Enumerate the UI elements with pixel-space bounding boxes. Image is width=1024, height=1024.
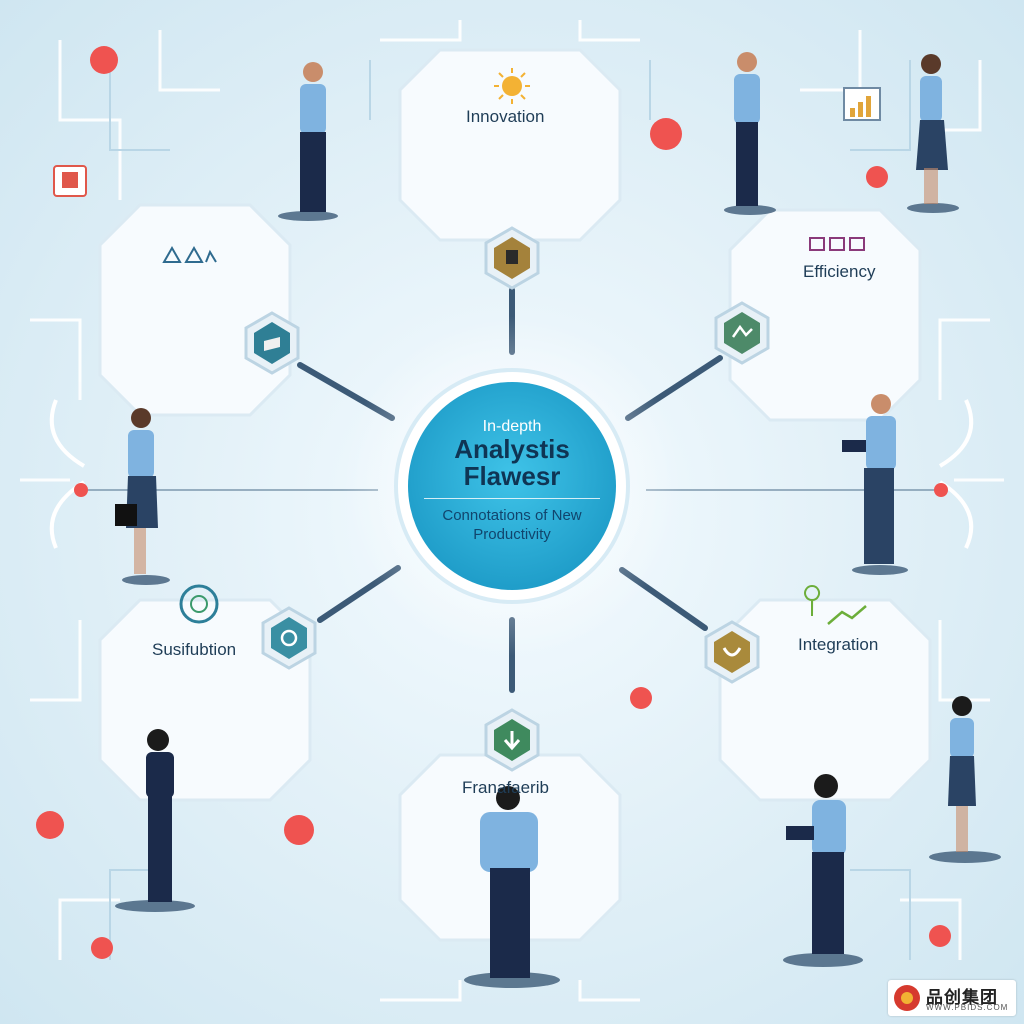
bar-chart-icon [843, 87, 881, 121]
panel-integration [718, 598, 932, 802]
panel-title-framework: Franafaerib [462, 778, 549, 797]
hex-badges [244, 226, 770, 772]
brand-logo-icon [894, 985, 920, 1011]
hub-title: Analystis Flawesr [412, 436, 612, 490]
hub-divider [424, 498, 600, 499]
badge-efficiency-icon [714, 301, 770, 365]
person-icon [724, 52, 776, 215]
person-icon [907, 54, 959, 213]
hub-caption: Connotations of New Productivity [412, 506, 612, 544]
watermark: 品创集团 WWW.PBIDS.COM [888, 980, 1016, 1016]
person-icon [783, 774, 863, 967]
panel-title-innovation: Innovation [466, 107, 545, 126]
person-icon [842, 394, 908, 575]
panel-title-sustainability: Susifubtion [152, 640, 237, 659]
badge-integration-icon [704, 620, 760, 684]
hub-caption-line-1: Connotations of New [442, 507, 582, 524]
person-icon [464, 786, 560, 988]
hub-circle [408, 382, 616, 590]
person-icon [115, 408, 170, 585]
badge-sustainability-icon [261, 606, 317, 670]
panel-title-efficiency: Efficiency [803, 262, 876, 281]
person-icon [278, 62, 338, 221]
hub-caption-line-2: Productivity [473, 526, 551, 543]
badge-left-icon [244, 311, 300, 375]
panel-title-integration: Integration [798, 635, 879, 654]
badge-innovation-icon [484, 226, 540, 290]
hub-title-line-1: Analystis [454, 434, 570, 464]
badge-framework-icon [484, 708, 540, 772]
panel-top-left [98, 203, 292, 417]
watermark-url: WWW.PBIDS.COM [926, 1003, 1009, 1012]
person-figures [115, 52, 1001, 988]
panels [98, 48, 932, 942]
accent-dots [36, 46, 951, 959]
watermark-title: 品创集团 [926, 988, 998, 1007]
location-chart-icon [804, 585, 867, 625]
recycle-icon [179, 584, 219, 624]
network-icon [162, 245, 217, 263]
rocket-icon [53, 165, 87, 197]
panel-innovation [398, 48, 622, 242]
person-icon [929, 696, 1001, 863]
sun-icon [494, 68, 530, 104]
person-icon [115, 729, 195, 912]
gear-icons [809, 237, 865, 251]
hub-title-line-2: Flawesr [463, 461, 561, 491]
hub-subtitle: In-depth [482, 418, 542, 435]
